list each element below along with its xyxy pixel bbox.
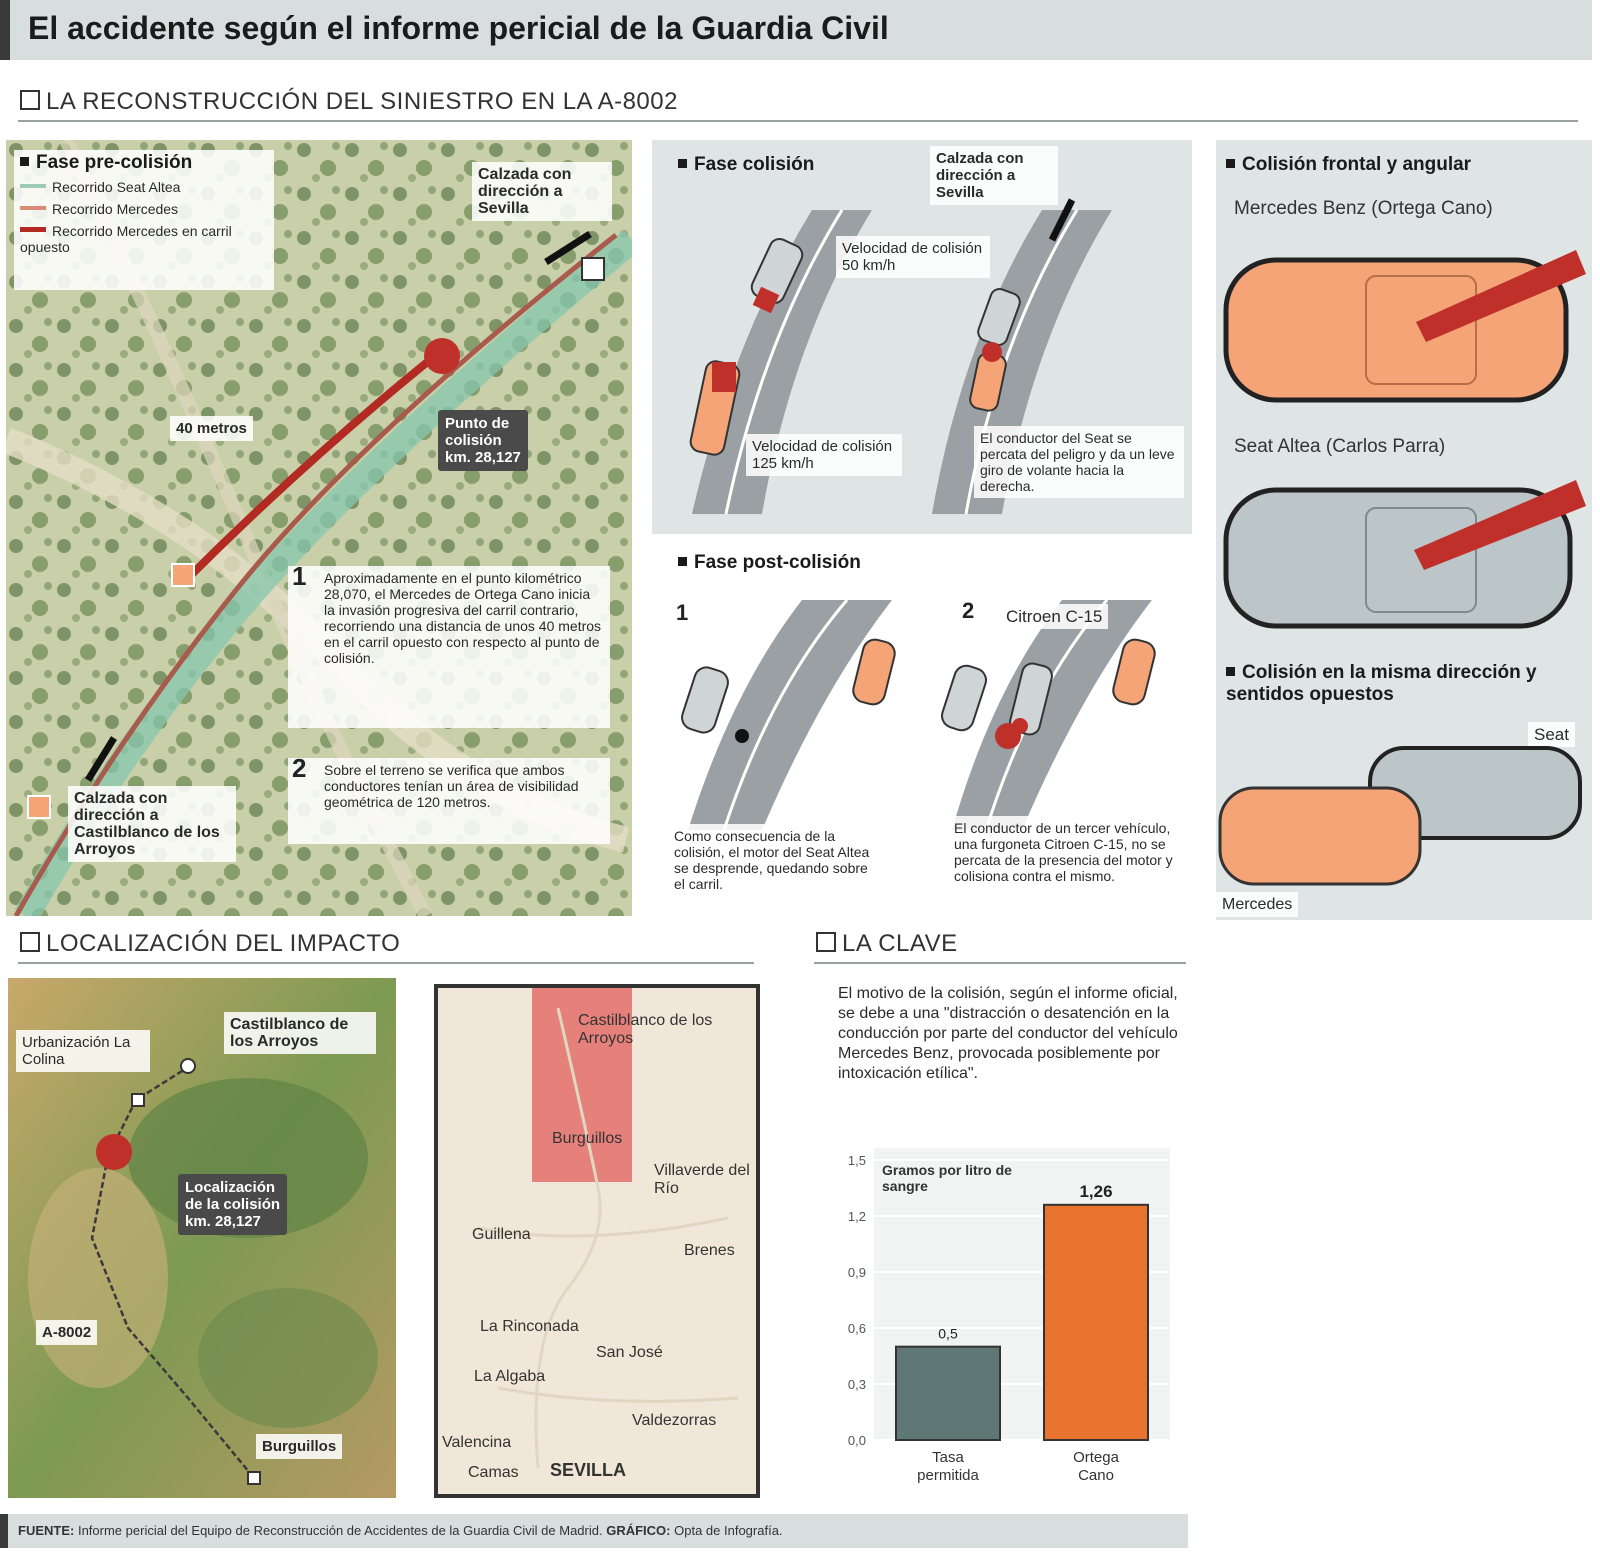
chart-value-label: 0,5	[938, 1326, 958, 1342]
page-header: El accidente según el informe pericial d…	[0, 0, 1592, 60]
collision-phase-panel: Fase colisión Calzada con dirección a Se…	[652, 140, 1192, 534]
phase-title-pre-collision: Fase pre-colisión	[20, 153, 268, 172]
post-step-1-number: 1	[676, 600, 689, 625]
place-la-rinconada: La Rinconada	[480, 1318, 579, 1335]
label-seat-short: Seat	[1528, 722, 1575, 747]
location-aerial-map: Urbanización La Colina Castilblanco de l…	[8, 978, 396, 1498]
legend-item-mercedes: Recorrido Mercedes	[20, 201, 268, 217]
footer-graphic: Opta de Infografía.	[674, 1523, 783, 1538]
region-map-roads	[477, 1007, 739, 1469]
footer-credits: FUENTE: Informe pericial del Equipo de R…	[0, 1514, 1188, 1548]
chart-bar	[895, 1345, 1001, 1442]
label-road-a8002: A-8002	[36, 1320, 98, 1345]
chart-ytick-label: 0,6	[848, 1321, 866, 1336]
phase-title-collision: Fase colisión	[678, 154, 814, 176]
section-rule	[814, 962, 1186, 964]
label-speed-50: Velocidad de colisión 50 km/h	[836, 236, 990, 278]
note-2: 2 Sobre el terreno se verifica que ambos…	[288, 755, 610, 844]
chart-ytick-label: 1,2	[848, 1209, 866, 1224]
chart-category-label: Ortega	[1073, 1449, 1120, 1466]
section-title-reconstruction: LA RECONSTRUCCIÓN DEL SINIESTRO EN LA A-…	[20, 88, 678, 116]
chart-value-label: 1,26	[1079, 1182, 1112, 1201]
legend-item-mercedes-opposite: Recorrido Mercedes en carril opuesto	[20, 223, 232, 255]
label-collision-location: Localización de la colisión km. 28,127	[178, 1174, 288, 1235]
label-road-to-sevilla: Calzada con dirección a Sevilla	[472, 162, 612, 221]
label-collision-road-to-sevilla: Calzada con dirección a Sevilla	[930, 146, 1058, 205]
pre-collision-legend: Fase pre-colisión Recorrido Seat Altea R…	[14, 150, 274, 290]
pre-collision-map: Fase pre-colisión Recorrido Seat Altea R…	[1, 136, 641, 923]
label-burguillos-aerial: Burguillos	[256, 1434, 343, 1459]
seat-top-view	[1223, 480, 1586, 629]
label-mercedes-ortega-cano: Mercedes Benz (Ortega Cano)	[1234, 198, 1493, 219]
label-collision-point: Punto de colisión km. 28,127	[438, 410, 528, 471]
note-1: 1 Aproximadamente en el punto kilométric…	[288, 563, 610, 728]
chart-category-label: Cano	[1078, 1467, 1114, 1484]
place-castilblanco: Castilblanco de los Arroyos	[578, 1012, 713, 1047]
same-direction-diagram	[1218, 746, 1582, 886]
page-title: El accidente según el informe pericial d…	[28, 10, 889, 46]
place-valencina: Valencina	[442, 1434, 512, 1451]
chart-bar	[1043, 1203, 1149, 1441]
footer-graphic-label: GRÁFICO:	[606, 1523, 671, 1538]
place-la-algaba: La Algaba	[474, 1368, 546, 1385]
chart-ylabel: Gramos por litro de sangre	[882, 1162, 1012, 1194]
section-rule	[18, 120, 1578, 122]
place-san-jose: San José	[596, 1344, 663, 1361]
highlight-area	[532, 988, 632, 1182]
label-40-meters: 40 metros	[170, 416, 253, 441]
region-map: Castilblanco de los Arroyos Burguillos V…	[434, 984, 760, 1498]
label-castilblanco: Castilblanco de los Arroyos	[224, 1012, 376, 1054]
chart-ytick-label: 0,3	[848, 1377, 866, 1392]
section-box-icon	[816, 932, 836, 952]
chart-ytick-label: 1,5	[848, 1153, 866, 1168]
label-mercedes-short: Mercedes	[1216, 892, 1299, 917]
place-brenes: Brenes	[684, 1242, 735, 1259]
section-box-icon	[20, 90, 40, 110]
post-collision-phase-panel: Fase post-colisión 1 2 Citroen C-15 Como…	[652, 540, 1192, 920]
label-seat-carlos-parra: Seat Altea (Carlos Parra)	[1234, 436, 1446, 457]
post-step-2-number: 2	[962, 598, 975, 623]
section-rule	[18, 962, 754, 964]
place-guillena: Guillena	[472, 1226, 531, 1243]
post-note-2: El conductor de un tercer vehículo, una …	[948, 816, 1182, 888]
footer-source: Informe pericial del Equipo de Reconstru…	[77, 1523, 603, 1538]
label-seat-driver-note: El conductor del Seat se percata del pel…	[974, 426, 1184, 498]
label-speed-125: Velocidad de colisión 125 km/h	[746, 434, 902, 476]
chart-category-label: Tasa	[932, 1449, 964, 1466]
key-text: El motivo de la colisión, según el infor…	[838, 985, 1178, 1082]
chart-ytick-label: 0,0	[848, 1433, 866, 1448]
label-urbanizacion: Urbanización La Colina	[16, 1030, 150, 1072]
collision-type-panel: Colisión frontal y angular Mercedes Benz…	[1216, 140, 1592, 920]
legend-item-seat: Recorrido Seat Altea	[20, 179, 268, 195]
label-road-to-castilblanco: Calzada con dirección a Castilblanco de …	[68, 786, 236, 862]
collision-point-marker	[424, 338, 460, 374]
title-frontal-collision: Colisión frontal y angular	[1226, 154, 1471, 176]
place-burguillos: Burguillos	[552, 1130, 623, 1147]
chart-ytick-label: 0,9	[848, 1265, 866, 1280]
title-same-direction-collision: Colisión en la misma dirección y sentido…	[1226, 662, 1586, 706]
section-title-location: LOCALIZACIÓN DEL IMPACTO	[20, 930, 400, 958]
chart-category-label: permitida	[917, 1467, 979, 1484]
place-valdezorras: Valdezorras	[632, 1412, 717, 1429]
section-title-key: LA CLAVE	[816, 930, 958, 958]
label-citroen: Citroen C-15	[1000, 604, 1109, 629]
section-box-icon	[20, 932, 40, 952]
place-sevilla: SEVILLA	[550, 1460, 627, 1480]
place-camas: Camas	[468, 1464, 519, 1481]
mercedes-top-view	[1223, 250, 1586, 403]
phase-title-post-collision: Fase post-colisión	[678, 552, 861, 574]
footer-source-label: FUENTE:	[18, 1523, 75, 1538]
post-note-1: Como consecuencia de la colisión, el mot…	[668, 824, 882, 896]
place-villaverde: Villaverde del Río	[654, 1162, 750, 1197]
post-collision-diagram	[681, 599, 1156, 831]
